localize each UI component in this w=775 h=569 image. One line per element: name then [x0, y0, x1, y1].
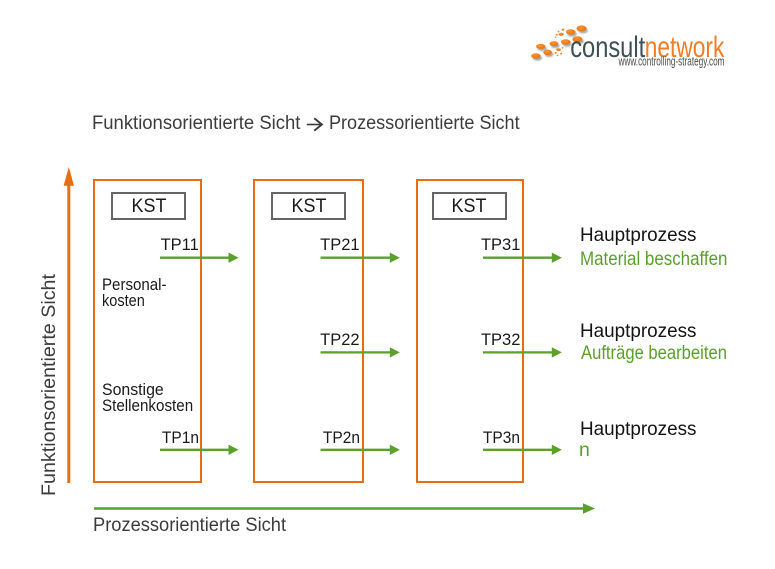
- svg-text:network: network: [645, 31, 725, 64]
- svg-text:www.controlling-strategy.com: www.controlling-strategy.com: [618, 55, 725, 69]
- svg-text:consult: consult: [570, 31, 646, 64]
